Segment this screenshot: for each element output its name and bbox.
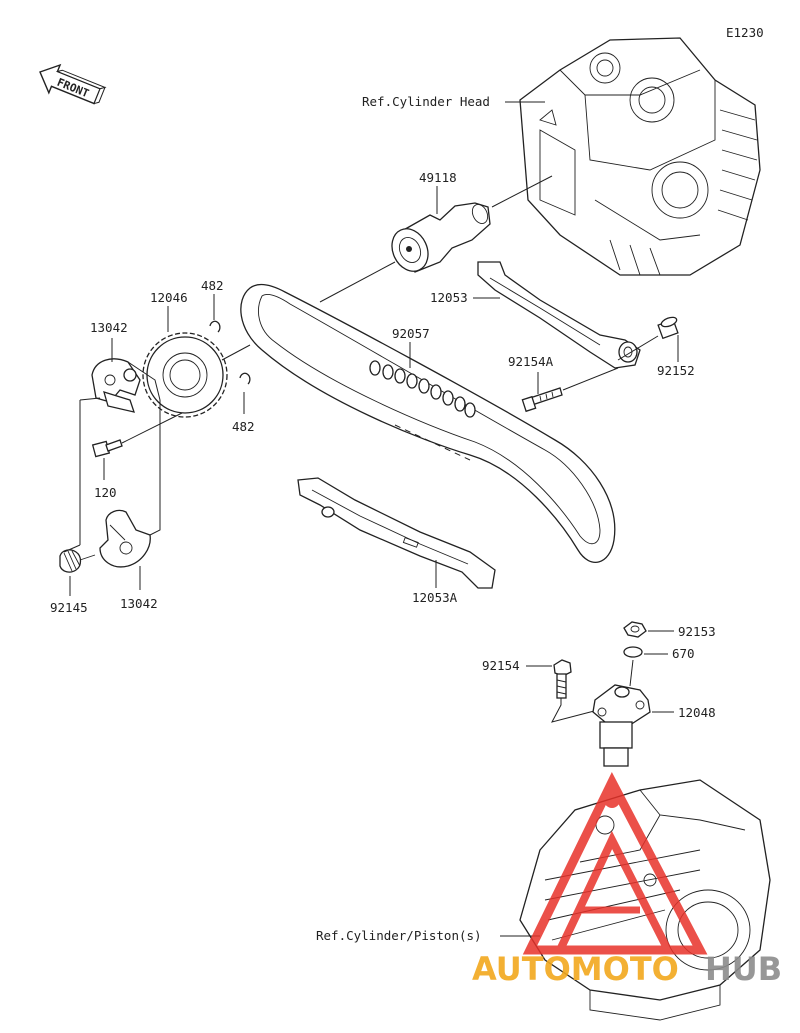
circlip-482-top — [209, 320, 221, 333]
bolt-axis-92154a — [562, 367, 619, 391]
assembly-line-right-top — [127, 361, 161, 401]
watermark-text-left: AUTOMOTO — [472, 950, 679, 988]
decompressor-weight-top — [91, 358, 141, 413]
bolt-axis-92154 — [551, 698, 599, 723]
label-92154a: 92154A — [508, 354, 554, 369]
label-12048: 12048 — [678, 705, 716, 720]
bolt-92154a — [521, 387, 563, 413]
label-92153: 92153 — [678, 624, 716, 639]
bolt-axis-92152 — [617, 335, 659, 361]
assembly-line-left-top — [79, 397, 101, 401]
assembly-line-right — [149, 400, 161, 536]
decompressor-weight-bottom — [99, 509, 151, 568]
bolt-120 — [91, 439, 123, 458]
bolt-92154 — [553, 659, 572, 699]
o-ring-670 — [623, 646, 643, 658]
nut-92153 — [623, 621, 647, 638]
tensioner-axis — [629, 659, 634, 687]
label-ref-cylinder-head: Ref.Cylinder Head — [362, 94, 490, 109]
cam-chain — [240, 283, 616, 563]
circlip-482-bottom — [239, 372, 251, 385]
label-12053: 12053 — [430, 290, 468, 305]
label-670: 670 — [672, 646, 695, 661]
sprocket-axis — [221, 344, 251, 361]
assembly-line-left-bottom — [63, 544, 81, 553]
chain-links — [369, 360, 476, 418]
diagram-code: E1230 — [726, 25, 764, 40]
camshaft — [391, 202, 491, 273]
label-482-bottom: 482 — [232, 419, 255, 434]
label-92154: 92154 — [482, 658, 520, 673]
watermark-logo: AUTOMOTO HUB — [472, 772, 782, 988]
chain-guide-upper — [477, 261, 641, 369]
bolt-axis-120 — [121, 412, 183, 444]
label-120: 120 — [94, 485, 117, 500]
camshaft-axis — [491, 175, 553, 208]
label-92145: 92145 — [50, 600, 88, 615]
label-92057: 92057 — [392, 326, 430, 341]
label-13042-top: 13042 — [90, 320, 128, 335]
front-arrow-icon: FRONT — [39, 63, 107, 105]
label-482-top: 482 — [201, 278, 224, 293]
watermark-text-right: HUB — [705, 950, 782, 988]
camshaft-axis-left — [319, 261, 396, 303]
label-13042-bottom: 13042 — [120, 596, 158, 611]
label-92152: 92152 — [657, 363, 695, 378]
label-12046: 12046 — [150, 290, 188, 305]
bolt-92152 — [657, 316, 679, 340]
label-ref-cylinder-piston: Ref.Cylinder/Piston(s) — [316, 928, 482, 943]
chain-guide-lower — [297, 477, 496, 589]
spring-92145 — [59, 549, 96, 573]
cylinder-head — [519, 37, 761, 276]
cam-sprocket — [142, 332, 228, 418]
label-49118: 49118 — [419, 170, 457, 185]
label-12053a: 12053A — [412, 590, 458, 605]
watermark-triangle-icon — [522, 772, 708, 955]
chain-tensioner — [592, 684, 651, 767]
